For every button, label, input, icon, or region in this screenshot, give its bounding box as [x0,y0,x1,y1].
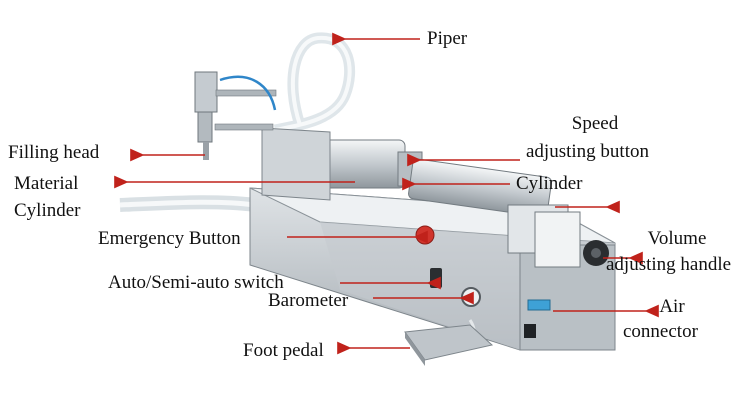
blue-air-hose [219,75,277,111]
filling-head [194,71,218,113]
label-cylinder: Cylinder [516,173,583,194]
label-barometer: Barometer [268,290,349,311]
label-volume-line1: Volume [647,228,707,249]
barometer-gauge [461,287,481,307]
label-volume-line2: adjusting handle [606,254,732,275]
air-connector-icon [527,299,551,311]
label-material-line2: Cylinder [14,200,81,221]
switch-icon [430,268,442,288]
piper-hose [273,32,356,136]
label-filling-head: Filling head [8,142,100,163]
foot-pedal-device [404,324,494,361]
label-material-line1: Material [14,173,79,194]
label-piper: Piper [427,28,468,49]
label-foot-pedal: Foot pedal [243,340,324,361]
label-speed-line2: adjusting button [526,141,649,162]
label-air-line2: connector [623,321,698,342]
label-emergency-button: Emergency Button [98,228,241,249]
label-auto-switch: Auto/Semi-auto switch [108,272,284,293]
label-air-line1: Air [659,296,685,317]
emergency-button-icon [415,225,435,245]
label-speed-line1: Speed [571,113,619,134]
